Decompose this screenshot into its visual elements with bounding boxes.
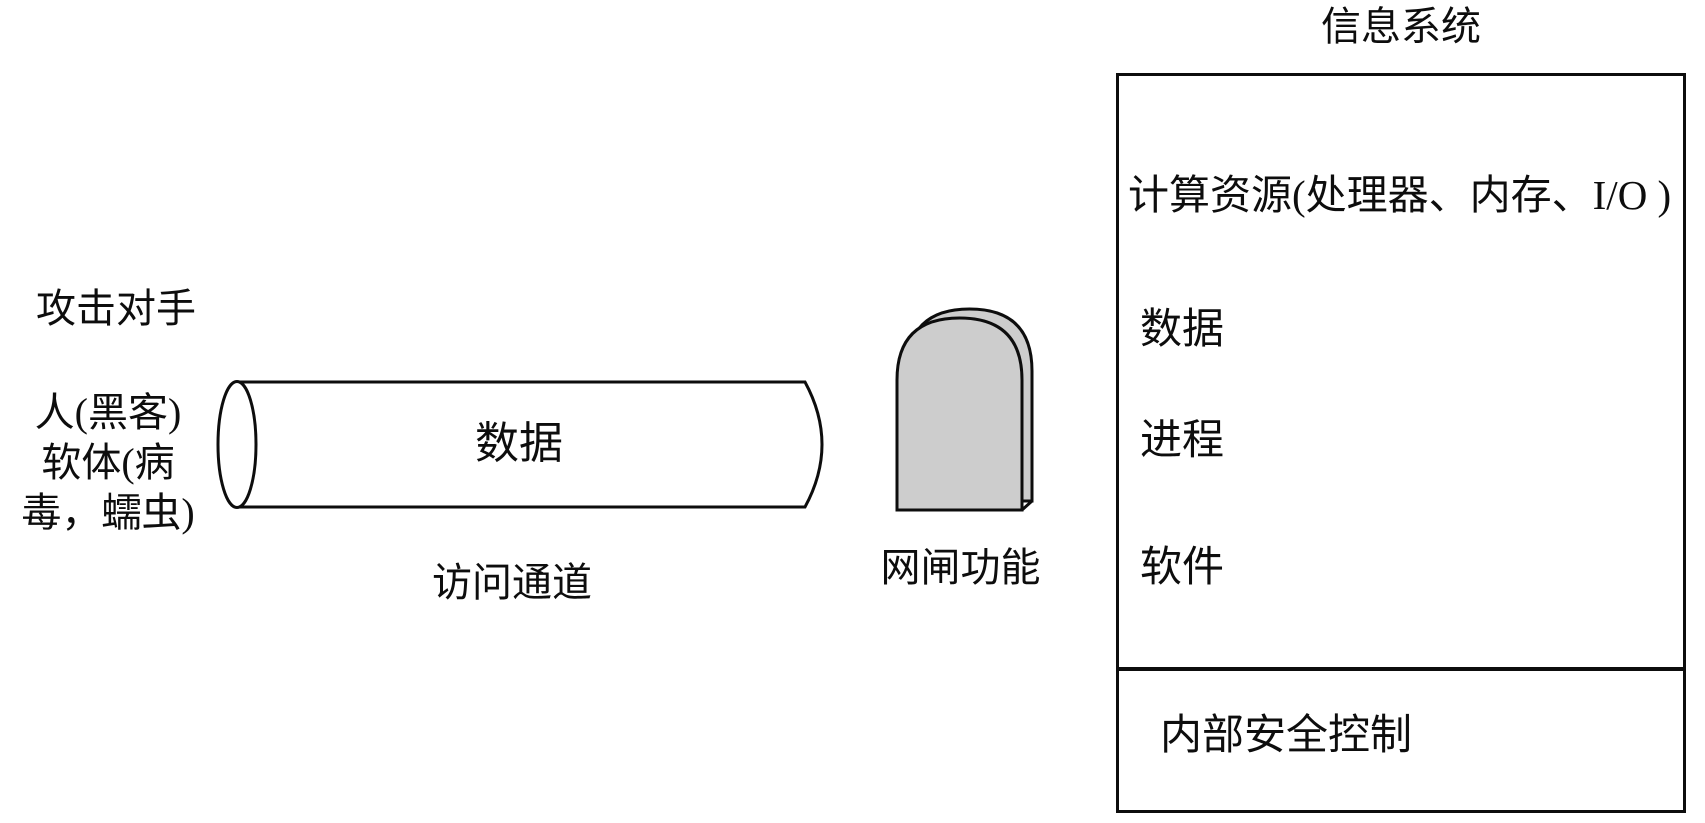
system-section-divider <box>1119 667 1683 671</box>
pipe-body-shape <box>235 380 824 509</box>
pipe-data-label: 数据 <box>475 419 563 468</box>
attacker-title: 攻击对手 <box>36 286 196 331</box>
info-system-title: 信息系统 <box>1321 4 1481 49</box>
pipe-left-end-ellipse <box>216 380 258 509</box>
access-channel-caption: 访问通道 <box>432 560 592 605</box>
network-gate-dome <box>895 307 1034 512</box>
gate-function-caption: 网闸功能 <box>880 545 1041 590</box>
data-pipe-cylinder <box>216 380 824 509</box>
dome-bottom-bevel-edge <box>1020 499 1034 512</box>
attacker-line-software: 软体(病 <box>41 440 175 485</box>
dome-front-face <box>895 316 1024 512</box>
system-item-data: 数据 <box>1140 307 1225 353</box>
attacker-line-worm: 毒，蠕虫) <box>21 490 195 535</box>
attacker-description: 人(黑客) 软体(病 毒，蠕虫) <box>6 388 210 538</box>
attacker-line-hacker: 人(黑客) <box>34 390 182 435</box>
system-item-compute-resources: 计算资源(处理器、内存、I/O ) <box>1128 172 1672 218</box>
system-item-software: 软件 <box>1140 545 1225 591</box>
internal-security-control-label: 内部安全控制 <box>1160 713 1413 759</box>
info-system-box: 计算资源(处理器、内存、I/O ) 数据 进程 软件 内部安全控制 <box>1116 73 1686 813</box>
system-item-process: 进程 <box>1140 418 1225 464</box>
